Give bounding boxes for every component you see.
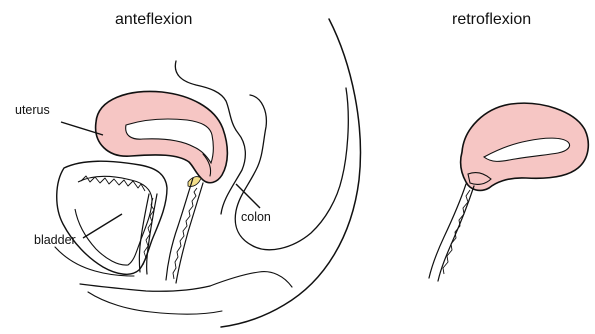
- vaginal-canal-right: [176, 183, 203, 283]
- anteflexion-title: anteflexion: [115, 10, 192, 30]
- retroflexion-illustration: [429, 103, 588, 281]
- retroflexion-vaginal-canal-left: [429, 184, 466, 278]
- lower-pelvic-floor: [80, 284, 210, 291]
- lower-opening-curve: [88, 292, 222, 314]
- uterus-label: uterus: [15, 103, 50, 118]
- retroflexion-vaginal-canal-right: [438, 186, 474, 281]
- bladder-inner-wall: [75, 176, 152, 265]
- anteflexion-illustration: [55, 19, 360, 327]
- cervix-highlight: [188, 177, 201, 187]
- bladder-label: bladder: [34, 233, 76, 248]
- colon-pointer: [236, 184, 260, 208]
- retroflexion-title: retroflexion: [452, 10, 531, 30]
- colon-outline: [235, 88, 348, 250]
- colon-label: colon: [241, 210, 271, 225]
- urethra-lining: [143, 198, 154, 265]
- vaginal-ruffled-edge: [173, 188, 197, 279]
- outer-sacral-curve: [221, 19, 360, 327]
- bladder-pointer: [83, 214, 122, 238]
- perineal-curve: [210, 272, 292, 287]
